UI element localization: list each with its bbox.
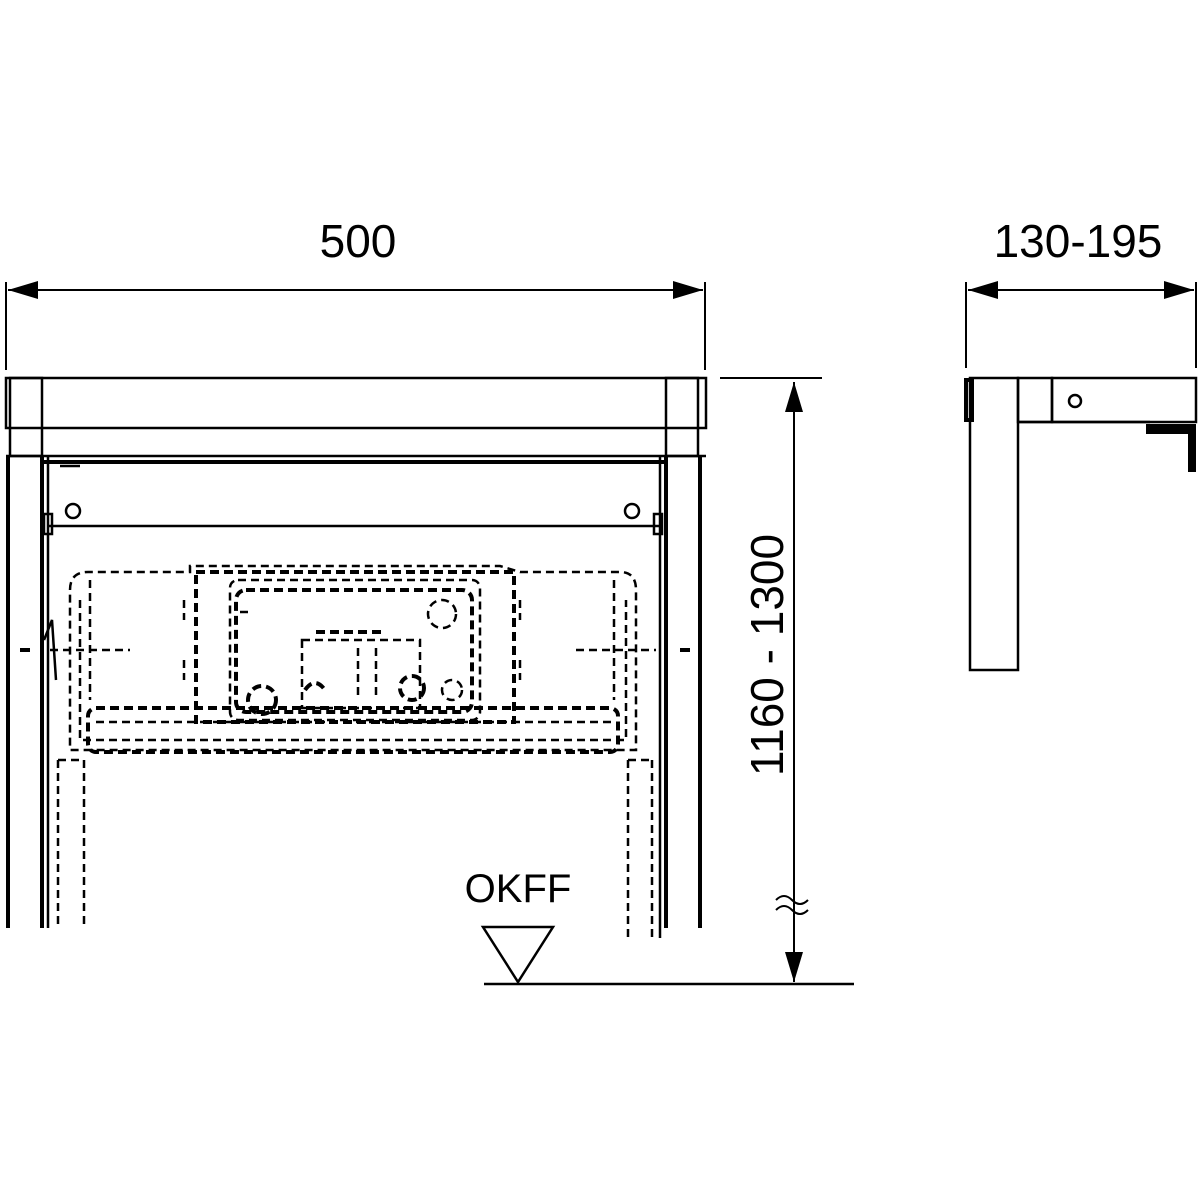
- floor-reference: OKFF: [465, 867, 854, 986]
- depth-dimension-label: 130-195: [994, 215, 1163, 267]
- valve-icon: [246, 684, 278, 716]
- bolt-hole-icon: [64, 502, 82, 520]
- cistern-hidden-lines: [50, 564, 656, 938]
- height-dimension: 1160 - 1300: [720, 377, 822, 982]
- width-dimension-label: 500: [320, 215, 397, 267]
- valve-icon: [398, 674, 426, 702]
- side-view: [964, 376, 1198, 672]
- height-dimension-label: 1160 - 1300: [741, 534, 793, 776]
- bolt-hole-icon: [623, 502, 641, 520]
- valve-icon: [440, 678, 464, 702]
- floor-level-triangle-icon: [480, 925, 556, 985]
- bolt-hole-icon: [1067, 393, 1083, 409]
- break-symbol-icon: [775, 895, 809, 915]
- floor-level-label: OKFF: [465, 867, 572, 911]
- depth-dimension: 130-195: [965, 215, 1197, 368]
- width-dimension: 500: [5, 215, 706, 370]
- valve-icon: [426, 598, 458, 630]
- front-view: [4, 376, 708, 938]
